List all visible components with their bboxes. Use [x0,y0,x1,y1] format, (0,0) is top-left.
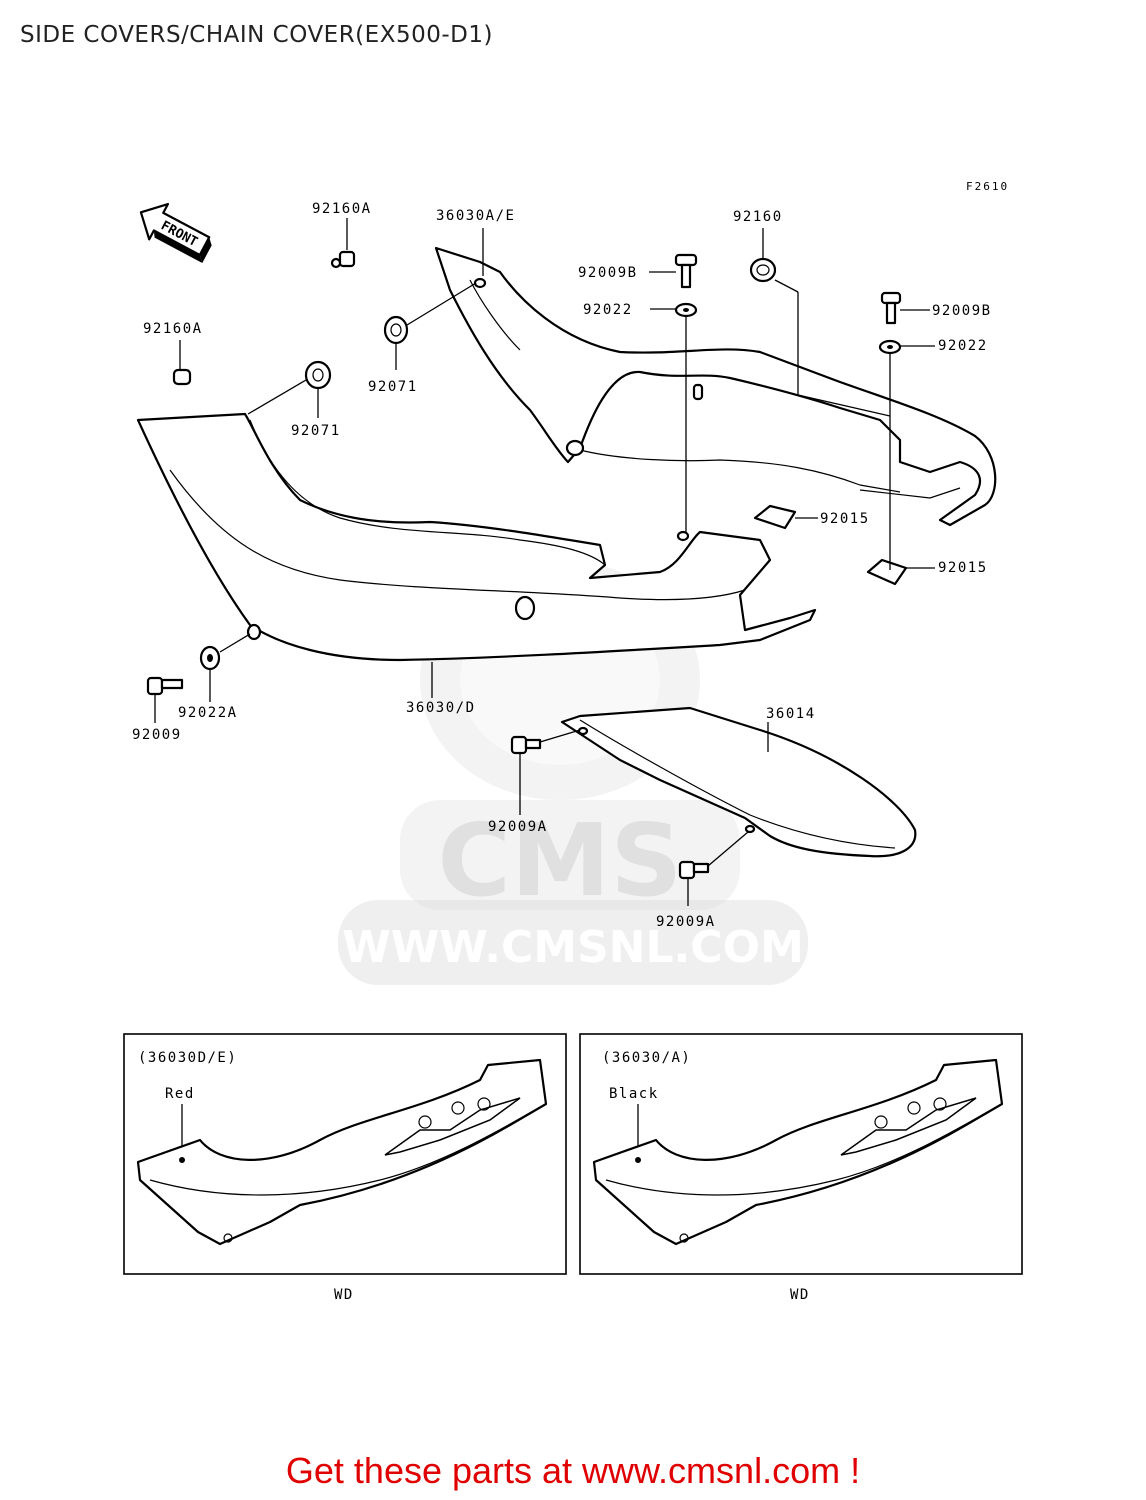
inset-red-color: Red [165,1086,195,1102]
inset-black-variant: (36030/A) Black WD [579,1033,1023,1303]
label-92009A-b: 92009A [656,914,716,930]
grommet-92071-b-icon [304,360,332,390]
label-92015-b: 92015 [938,560,988,576]
damper-92160A-left-icon [172,368,192,386]
damper-92160A-top-icon [330,250,356,269]
label-92071-a: 92071 [368,379,418,395]
washer-92022A-icon [199,645,221,671]
inset-black-code: (36030/A) [602,1050,691,1066]
page-title: SIDE COVERS/CHAIN COVER(EX500-D1) [20,22,493,48]
figure-code: F2610 [966,180,1009,193]
label-92160A-left: 92160A [143,321,203,337]
washer-92022-a-icon [674,302,698,318]
label-92009B-b: 92009B [932,303,992,319]
inset-black-color: Black [609,1086,659,1102]
label-92015-a: 92015 [820,511,870,527]
label-36030A-E: 36030A/E [436,208,515,224]
watermark-logo-text: CMS [438,802,683,919]
label-36030-D: 36030/D [406,700,476,716]
front-arrow-icon: FRONT [139,202,212,264]
washer-92022-b-icon [878,339,902,355]
inset-black-caption: WD [790,1287,810,1303]
label-92022A: 92022A [178,705,238,721]
inset-red-caption: WD [334,1287,354,1303]
label-92160A-top: 92160A [312,201,372,217]
seat-cover-upper [434,246,997,527]
chain-cover [560,706,917,858]
inset-red-code: (36030D/E) [138,1050,237,1066]
bolt-92009B-a-icon [674,253,698,289]
grommet-92071-a-icon [383,315,409,345]
watermark-text: WWW.CMSNL.COM [342,922,804,973]
inset-red-variant: (36030D/E) Red WD [123,1033,567,1303]
grommet-92160-icon [749,257,777,283]
label-36014: 36014 [766,706,816,722]
label-92022-b: 92022 [938,338,988,354]
label-92160: 92160 [733,209,783,225]
bolt-92009A-a-icon [510,735,542,755]
label-92071-b: 92071 [291,423,341,439]
clip-92015-b-icon [866,558,908,586]
bolt-92009A-b-icon [678,860,710,880]
clip-92015-a-icon [753,504,797,530]
label-92022-a: 92022 [583,302,633,318]
label-92009B-a: 92009B [578,265,638,281]
leader-lines [154,218,935,906]
bolt-92009-icon [146,676,184,696]
label-92009: 92009 [132,727,182,743]
label-92009A-a: 92009A [488,819,548,835]
bolt-92009B-b-icon [880,291,902,325]
footer-link[interactable]: Get these parts at www.cmsnl.com ! [285,1450,861,1491]
parts-diagram: CMS WWW.CMSNL.COM F2610 FRONT [123,180,1023,1303]
side-cover-lower [136,412,817,662]
